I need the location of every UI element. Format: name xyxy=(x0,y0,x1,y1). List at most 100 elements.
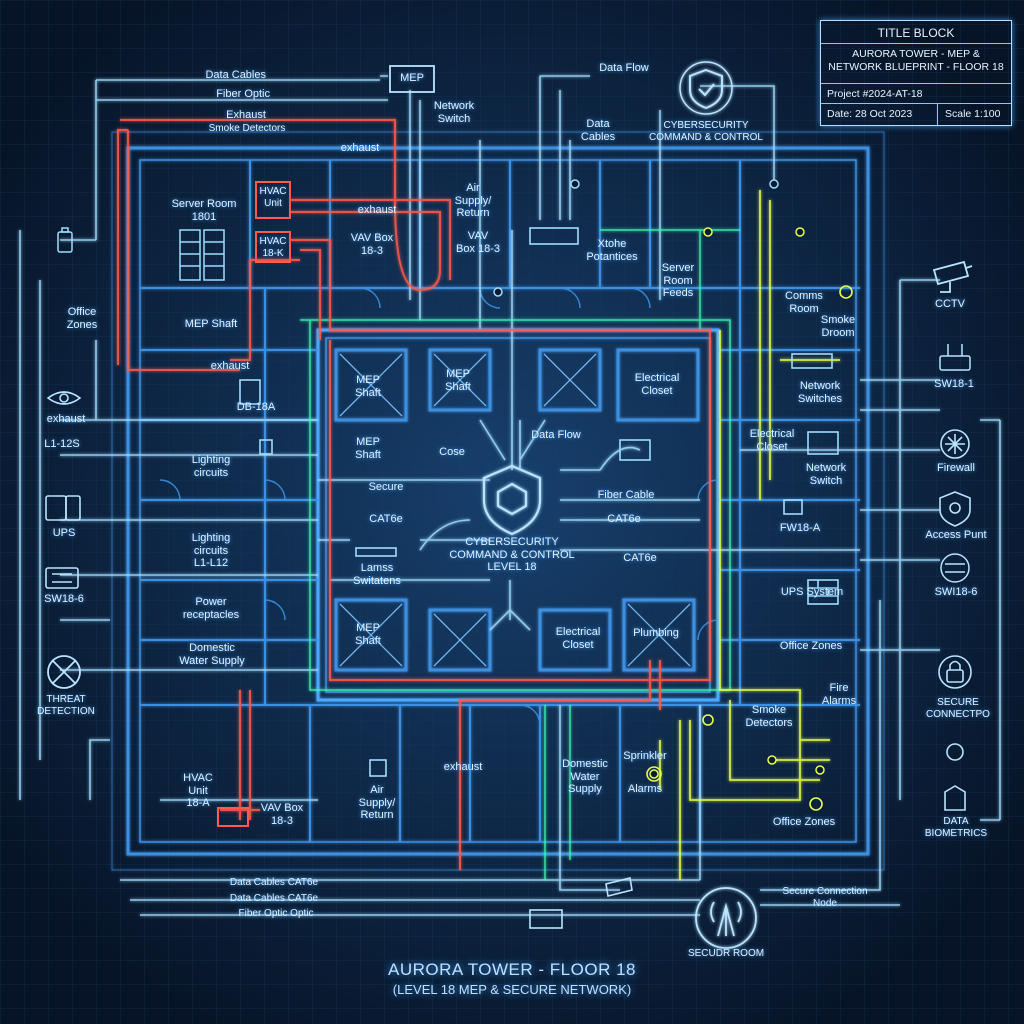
footer-title: AURORA TOWER - FLOOR 18 xyxy=(388,960,636,979)
label-cose: Cose xyxy=(439,446,465,458)
label-cat6e-right: CAT6e xyxy=(607,513,641,525)
label-domestic-water-right: Domestic Water Supply xyxy=(562,758,608,796)
label-sw18-1: SW18-1 xyxy=(934,378,974,390)
threat-detection-icon xyxy=(47,655,81,689)
label-ups-system: UPS System xyxy=(780,586,844,598)
label-lighting-circuits: Lighting circuits xyxy=(191,454,231,479)
access-point-icon xyxy=(939,491,971,527)
data-nodes xyxy=(493,179,779,297)
label-exhaust-top2: exhaust xyxy=(340,142,380,154)
label-secure-connectpo: SECURE CONNECTPO xyxy=(926,697,990,720)
shaft-crosses xyxy=(339,353,691,667)
label-lighting-circuits-l1: Lighting circuits L1-L12 xyxy=(191,532,231,570)
label-mep-shaft-a: MEP Shaft xyxy=(355,374,381,399)
sprinkler-icon xyxy=(239,227,839,777)
fire-lines xyxy=(659,190,840,880)
label-exhaust-left-room: exhaust xyxy=(210,360,250,372)
label-sw18-6-left: SW18-6 xyxy=(44,593,84,605)
label-data-biometrics: DATA BIOMETRICS xyxy=(924,816,988,839)
label-mep-box: MEP xyxy=(400,72,424,84)
label-exhaust-mid: exhaust xyxy=(357,204,397,216)
label-firewall: Firewall xyxy=(937,462,975,474)
firewall-icon xyxy=(940,429,970,459)
title-block-date: Date: 28 Oct 2023 xyxy=(827,108,913,120)
label-secudr-room: SECUDR ROOM xyxy=(687,948,765,959)
label-data-flow-top: Data Flow xyxy=(599,62,649,74)
battery-icon xyxy=(57,227,73,253)
label-domestic-water-left: Domestic Water Supply xyxy=(179,642,245,667)
label-smoke-detectors-top: Smoke Detectors xyxy=(208,123,286,134)
server-rack-icon xyxy=(179,229,225,281)
hvac-unit-box xyxy=(217,181,291,827)
label-data-flow-center: Data Flow xyxy=(531,429,581,441)
label-electrical-closet-a: Electrical Closet xyxy=(634,372,680,397)
title-block-project: Project #2024-AT-18 xyxy=(827,88,923,100)
label-threat-detection: THREAT DETECTION xyxy=(37,694,95,717)
title-block-scale: Scale 1:100 xyxy=(945,108,1001,120)
label-vav-box-right: VAV Box 18-3 xyxy=(455,230,501,255)
label-smoke-detectors-mid: Xtohe Potantices xyxy=(586,238,638,263)
antenna-icon xyxy=(695,887,757,949)
label-network-switches: Network Switches xyxy=(797,380,843,405)
label-data-cables-center: Data Cables xyxy=(580,118,616,143)
label-sw18-6-right: SWI18-6 xyxy=(934,586,978,598)
shield-check-icon xyxy=(679,61,733,115)
label-cat6e-left: CAT6e xyxy=(369,513,403,525)
title-block-heading: TITLE BLOCK xyxy=(877,26,955,40)
label-fiber-optic-top: Fiber Optic xyxy=(216,88,270,100)
label-mep-shaft-d: MEP Shaft xyxy=(355,622,381,647)
smoke-detector-icon xyxy=(646,714,714,782)
label-mep-shaft-left: MEP Shaft xyxy=(184,318,238,330)
label-lamss-switches: Lamss Switatens xyxy=(353,562,401,587)
label-hvac-18k: HVAC 18-K xyxy=(259,236,287,259)
label-electrical-closet-c: Electrical Closet xyxy=(555,626,601,651)
label-fw18a: FW18-A xyxy=(779,522,821,534)
title-block-name: AURORA TOWER - MEP & NETWORK BLUEPRINT -… xyxy=(828,48,1004,74)
eye-icon xyxy=(46,391,82,405)
label-fire-alarms: Fire Alarms xyxy=(821,682,857,707)
label-plumbing: Plumbing xyxy=(633,627,679,639)
label-secure-connection-node: Secure Connection Node xyxy=(782,886,868,909)
label-secure: Secure xyxy=(368,481,404,493)
shield-cube-icon xyxy=(482,464,542,536)
label-mep-shaft-c: MEP Shaft xyxy=(355,436,381,461)
sw-left-icon xyxy=(45,567,79,589)
hvac-lines xyxy=(117,119,711,870)
label-vav-box-low: VAV Box 18-3 xyxy=(260,802,304,827)
label-exhaust-low: exhaust xyxy=(443,761,483,773)
label-data-cables-cat6e-1: Data Cables CAT6e xyxy=(229,877,319,888)
label-server-room-feeds: Server Room Feeds xyxy=(661,262,695,300)
label-data-cables-cat6e-2: Data Cables CAT6e xyxy=(229,893,319,904)
label-comms-room: Comms Room xyxy=(785,290,823,315)
label-office-zones-left: Office Zones xyxy=(66,306,98,331)
camera-icon xyxy=(529,877,633,929)
label-smoke-detectors-low: Smoke Detectors xyxy=(745,704,793,729)
label-server-room: Server Room 1801 xyxy=(171,198,237,223)
label-smoke-droom: Smoke Droom xyxy=(820,314,856,339)
label-air-supply-top: Air Supply/ Return xyxy=(454,182,492,220)
label-access-point: Access Punt xyxy=(925,529,987,541)
label-hvac-unit-top: HVAC Unit xyxy=(259,186,287,209)
label-power-receptacles: Power receptacles xyxy=(182,596,240,621)
label-exhaust-left: exhaust xyxy=(46,413,86,425)
label-db18a: DB-18A xyxy=(236,401,276,413)
ups-icon xyxy=(45,495,81,521)
label-office-zones-low: Office Zones xyxy=(772,816,836,828)
router-icon xyxy=(939,344,971,371)
label-cyber-center: CYBERSECURITY COMMAND & CONTROL LEVEL 18 xyxy=(449,536,575,574)
label-ups-left: UPS xyxy=(52,527,76,539)
label-hvac-unit-18a: HVAC Unit 18-A xyxy=(183,772,213,810)
label-cat6e-center: CAT6e xyxy=(623,552,657,564)
cctv-camera-icon xyxy=(932,260,973,293)
label-electrical-closet-b: Electrical Closet xyxy=(749,428,795,453)
data-lines xyxy=(19,75,1001,916)
label-data-cables-top: Data Cables xyxy=(205,69,266,81)
label-office-zones-right: Office Zones xyxy=(779,640,843,652)
mep-box xyxy=(389,65,435,93)
label-cctv: CCTV xyxy=(935,298,965,310)
switch-icon xyxy=(940,553,970,583)
label-alarms: Alarms xyxy=(627,783,663,795)
label-network-switch-top: Network Switch xyxy=(433,100,475,125)
